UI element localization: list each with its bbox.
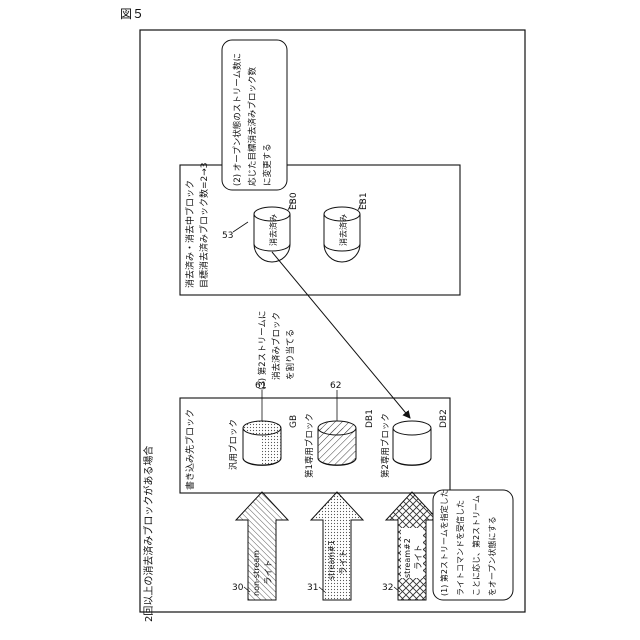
write-stream2-ref: 32 <box>382 583 393 593</box>
write-stream2-tag: stream#2 <box>403 538 412 578</box>
block-db2 <box>393 421 431 465</box>
write-arrow-stream2 <box>386 492 438 600</box>
write-nonstream-tag: non-stream <box>252 550 261 596</box>
block-db1 <box>318 421 356 465</box>
eb1-id: EB1 <box>359 192 369 210</box>
write-nonstream-label: ライト <box>264 559 274 585</box>
callout-step1-line4: をオープン状態にする <box>487 516 497 596</box>
gb-id: GB <box>289 415 299 428</box>
db1-caption: 第1専用ブロック <box>304 413 315 478</box>
write-stream1-ref: 31 <box>307 583 318 593</box>
callout-step3-line2: 消去済みブロック <box>271 312 282 380</box>
gb-caption: 汎用ブロック <box>228 419 239 470</box>
db2-id: DB2 <box>439 409 449 428</box>
write-stream2-label: ライト <box>414 544 424 570</box>
free-pool-box <box>180 165 460 295</box>
write-nonstream-ref: 30 <box>232 583 244 593</box>
callout-step3-line3: を割り当てる <box>285 329 296 380</box>
block-gb <box>243 421 281 465</box>
free-pool-target: 目標消去済みブロック数=2→3 <box>198 162 210 288</box>
free-pool-title: 消去済み・消去中ブロック <box>184 180 196 288</box>
db1-id: DB1 <box>365 409 375 428</box>
outer-caption: 2回以上の消去済みブロックがある場合 <box>142 446 155 622</box>
callout-step1-line3: ことに応じ、第2ストリーム <box>471 495 481 596</box>
db2-caption: 第2専用ブロック <box>380 413 391 478</box>
dest-group-title: 書き込み先ブロック <box>184 409 196 490</box>
write-arrow-stream1 <box>311 492 363 600</box>
callout-step2-line1: (2) オープン状態のストリーム数に <box>232 53 243 186</box>
callout-step2-line3: に変更する <box>262 143 273 186</box>
callout-step1-line2: ライトコマンドを受信した <box>455 500 465 596</box>
write-stream1-label: ライト <box>339 549 349 575</box>
free-pool-ref: 53 <box>222 231 233 241</box>
block-eb0: 消去済み <box>254 207 290 262</box>
callout-step1-line1: (1) 第2ストリームを指定した <box>439 489 449 596</box>
block-eb1: 消去済み <box>324 207 360 262</box>
db1-ref: 62 <box>330 381 341 391</box>
eb0-id: EB0 <box>289 192 299 210</box>
write-arrow-nonstream <box>236 492 288 600</box>
callout-step2-line2: 応じた目標消去済みブロック数 <box>247 66 258 186</box>
free-pool-ref-leader <box>233 222 248 232</box>
figure-label: 図５ <box>120 7 144 21</box>
write-stream1-tag: stream#1 <box>327 540 336 580</box>
callout-step3-line1: (3) 第2ストリームに <box>257 311 268 390</box>
eb1-label: 消去済み <box>338 214 348 246</box>
eb0-label: 消去済み <box>268 214 278 246</box>
